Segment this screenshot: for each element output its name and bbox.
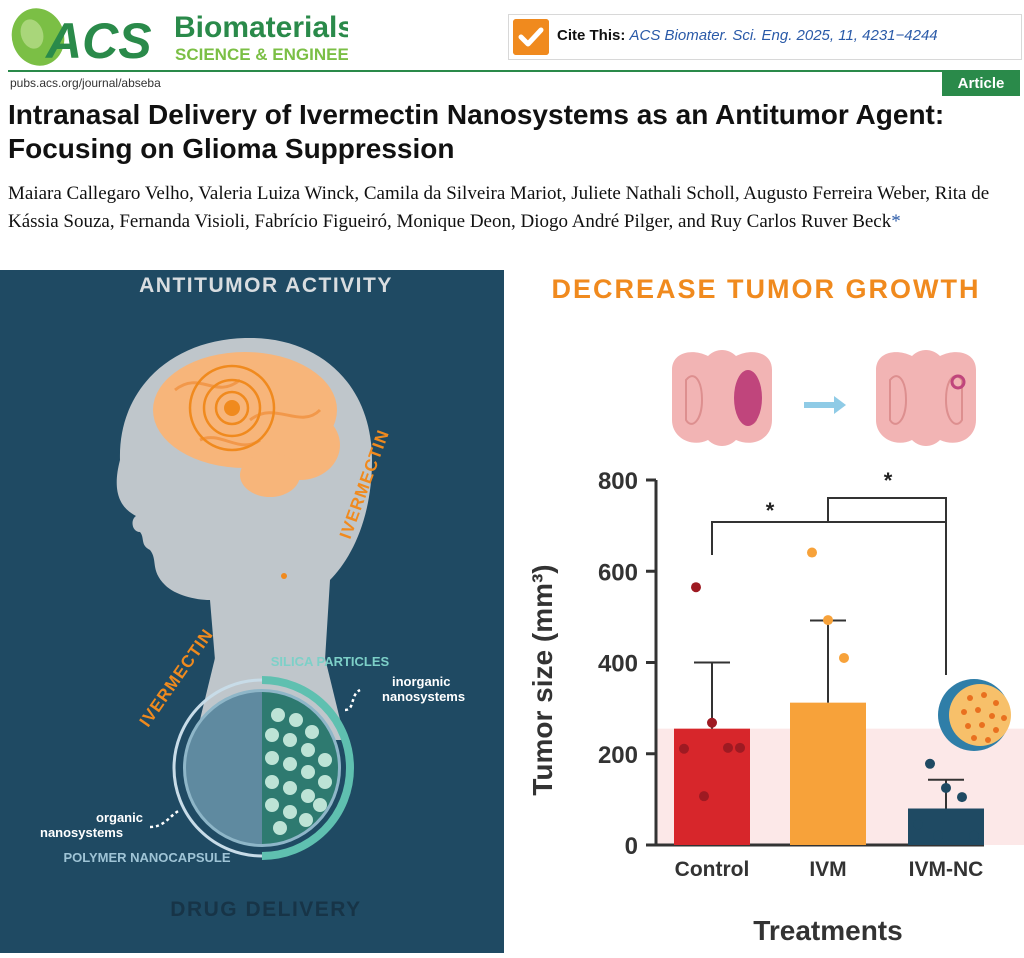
author-names: Maiara Callegaro Velho, Valeria Luiza Wi… xyxy=(8,183,990,232)
data-point xyxy=(815,753,825,764)
data-point xyxy=(933,830,943,841)
data-point xyxy=(691,582,701,593)
inorganic-label-line2: nanosystems xyxy=(382,689,465,704)
decrease-tumor-growth-title: DECREASE TUMOR GROWTH xyxy=(552,274,981,304)
tumor-growth-panel: DECREASE TUMOR GROWTH 0 200 400 600 800 Cont… xyxy=(504,270,1024,953)
journal-logo: ACS Biomaterials SCIENCE & ENGINEERING xyxy=(11,8,348,68)
data-point xyxy=(735,742,745,753)
polymer-nanocapsule-label: POLYMER NANOCAPSULE xyxy=(63,850,230,865)
y-tick-label: 600 xyxy=(598,559,638,586)
antitumor-title: ANTITUMOR ACTIVITY xyxy=(139,274,393,297)
data-point xyxy=(795,742,805,753)
data-point xyxy=(707,717,717,728)
data-point xyxy=(843,772,853,783)
significance-star-2: * xyxy=(884,468,893,493)
x-tick-label: IVM-NC xyxy=(909,858,984,881)
organic-pointer xyxy=(149,808,181,829)
header-rule xyxy=(8,70,1020,72)
cite-reference[interactable]: ACS Biomater. Sci. Eng. 2025, 11, 4231−4… xyxy=(629,27,938,44)
x-axis-label: Treatments xyxy=(753,915,902,946)
drug-delivery-panel: ANTITUMOR ACTIVITY IVERMECTIN IVERMECTIN xyxy=(0,270,504,953)
cite-label: Cite This: xyxy=(557,27,626,44)
x-tick-label: Control xyxy=(675,858,750,881)
data-point xyxy=(969,830,979,841)
article-title: Intranasal Delivery of Ivermectin Nanosy… xyxy=(8,99,945,164)
citation-text: Cite This: ACS Biomater. Sci. Eng. 2025,… xyxy=(557,27,938,44)
author-list: Maiara Callegaro Velho, Valeria Luiza Wi… xyxy=(8,180,1016,236)
data-point xyxy=(823,615,833,626)
drug-delivery-illustration: ANTITUMOR ACTIVITY IVERMECTIN IVERMECTIN xyxy=(40,274,465,921)
data-point xyxy=(831,760,841,771)
silica-particles-label: SILICA PARTICLES xyxy=(271,654,390,669)
data-point xyxy=(925,758,935,769)
logo-acs: ACS xyxy=(44,13,152,68)
tumor-size-chart: DECREASE TUMOR GROWTH 0 200 400 600 800 Cont… xyxy=(527,274,1024,946)
brain-icon xyxy=(153,352,340,497)
bars xyxy=(674,619,984,845)
y-tick-label: 400 xyxy=(598,651,638,678)
significance-brackets xyxy=(711,497,947,675)
y-tick-label: 0 xyxy=(625,833,638,860)
data-point xyxy=(941,782,951,793)
toc-graphic: ANTITUMOR ACTIVITY IVERMECTIN IVERMECTIN xyxy=(0,270,1024,953)
journal-url[interactable]: pubs.acs.org/journal/abseba xyxy=(10,76,161,90)
journal-header: ACS Biomaterials SCIENCE & ENGINEERING C… xyxy=(0,0,1024,72)
corresponding-author-mark[interactable]: * xyxy=(891,211,901,232)
data-point xyxy=(913,819,923,830)
bar-ivm xyxy=(790,702,866,845)
data-point xyxy=(679,743,689,754)
y-axis-label: Tumor size (mm³) xyxy=(527,564,558,795)
inorganic-label-line1: inorganic xyxy=(392,674,451,689)
arrowhead-icon xyxy=(834,396,846,414)
data-point xyxy=(699,791,709,802)
article-type-badge: Article xyxy=(942,72,1020,96)
organic-label-line1: organic xyxy=(96,810,143,825)
drug-particle-dot xyxy=(281,573,287,579)
logo-name: Biomaterials xyxy=(174,11,348,44)
check-icon xyxy=(513,19,549,55)
nanocapsule-inset-icon xyxy=(938,679,1011,751)
y-tick-label: 800 xyxy=(598,468,638,495)
y-tick-label: 200 xyxy=(598,742,638,769)
cite-box[interactable]: Cite This: ACS Biomater. Sci. Eng. 2025,… xyxy=(508,14,1022,60)
significance-star-1: * xyxy=(766,498,775,523)
data-point xyxy=(807,547,817,558)
data-points xyxy=(679,547,979,841)
brain-section-before-icon xyxy=(672,350,772,446)
organic-label-line2: nanosystems xyxy=(40,825,123,840)
data-point xyxy=(851,748,861,759)
logo-subtitle: SCIENCE & ENGINEERING xyxy=(175,45,348,64)
drug-delivery-title: DRUG DELIVERY xyxy=(170,898,361,921)
data-point xyxy=(839,652,849,663)
data-point xyxy=(723,742,733,753)
x-tick-label: IVM xyxy=(809,858,846,881)
y-ticks: 0 200 400 600 800 xyxy=(598,468,656,860)
tumor-target-icon xyxy=(188,364,276,452)
brain-section-after-icon xyxy=(876,350,976,446)
data-point xyxy=(957,792,967,803)
x-tick-labels: Control IVM IVM-NC xyxy=(675,858,984,881)
inorganic-pointer xyxy=(344,688,361,712)
nanoparticle-icon xyxy=(172,676,354,860)
